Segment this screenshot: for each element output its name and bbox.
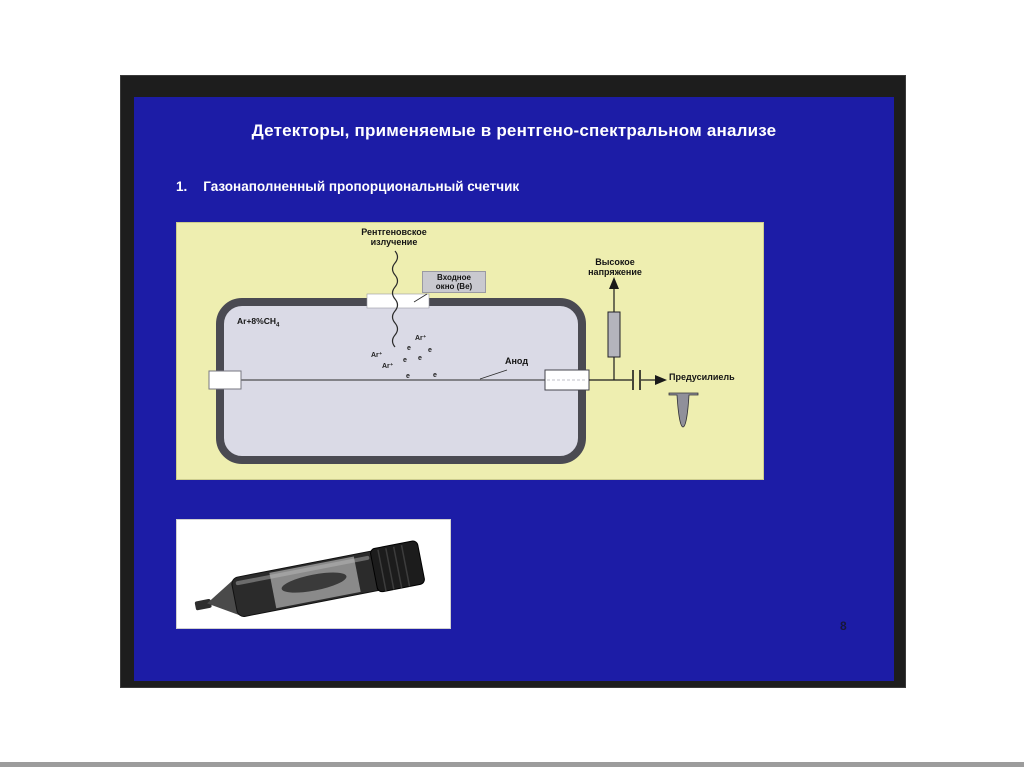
gas-mixture-main: Ar+8%CH xyxy=(237,316,276,326)
ion-label: Ar⁺ xyxy=(382,363,394,370)
window-gap xyxy=(366,293,430,309)
slide-frame: Детекторы, применяемые в рентгено-спектр… xyxy=(120,75,906,688)
electron-label: e xyxy=(407,345,411,352)
electron-label: e xyxy=(403,357,407,364)
electron-label: e xyxy=(433,372,437,379)
list-item-text: Газонаполненный пропорциональный счетчик xyxy=(203,179,520,194)
photo-highlight xyxy=(235,555,370,586)
signal-arrow-right-icon xyxy=(655,375,667,385)
electron-label: e xyxy=(418,355,422,362)
photo-cap-ridges xyxy=(377,545,411,592)
list-item: 1. Газонаполненный пропорциональный счет… xyxy=(176,179,519,194)
list-item-number: 1. xyxy=(176,179,188,194)
ion-label: Ar⁺ xyxy=(371,352,383,359)
slide-title: Детекторы, применяемые в рентгено-спектр… xyxy=(251,121,777,140)
hv-arrow-up-icon xyxy=(609,277,619,289)
window-pointer-line xyxy=(413,293,428,303)
photo-pin xyxy=(194,599,212,611)
high-voltage-label-line1: Высокое xyxy=(595,257,635,267)
output-pulse-shape xyxy=(668,392,699,428)
xray-wavy-line xyxy=(391,250,399,348)
xray-label-line1: Рентгеновское xyxy=(361,227,427,237)
electron-label: e xyxy=(428,347,432,354)
photo-slot xyxy=(281,572,347,593)
window-label-line1: Входное xyxy=(437,273,471,282)
slide: Детекторы, применяемые в рентгено-спектр… xyxy=(134,97,894,681)
high-voltage-label: Высокое напряжение xyxy=(570,257,660,278)
xray-label: Рентгеновское излучение xyxy=(329,227,459,248)
preamp-label: Предусилиель xyxy=(669,372,735,382)
ion-label: Ar⁺ xyxy=(415,335,427,342)
diagram-panel: Рентгеновское излучение Входное окно (Ве… xyxy=(176,222,764,480)
page-number: 8 xyxy=(840,619,847,633)
anode-label: Анод xyxy=(505,356,529,366)
photo-nose-cone xyxy=(207,579,240,616)
gas-mixture-label: Ar+8%CH4 xyxy=(237,316,280,330)
anode-pointer-line xyxy=(479,369,508,380)
counter-schematic xyxy=(208,250,699,464)
detector-photo-frame xyxy=(176,519,451,629)
window-label-line2: окно (Ве) xyxy=(435,282,473,292)
left-insulator xyxy=(208,370,242,390)
window-label: Входное окно (Ве) xyxy=(422,271,486,294)
resistor xyxy=(607,311,621,358)
xray-label-line2: излучение xyxy=(370,237,418,248)
capacitor xyxy=(632,370,641,390)
bottom-divider xyxy=(0,762,1024,767)
electron-label: e xyxy=(406,373,410,380)
high-voltage-label-line2: напряжение xyxy=(588,267,642,278)
gas-mixture-sub: 4 xyxy=(275,322,280,329)
detector-photo xyxy=(194,540,425,617)
